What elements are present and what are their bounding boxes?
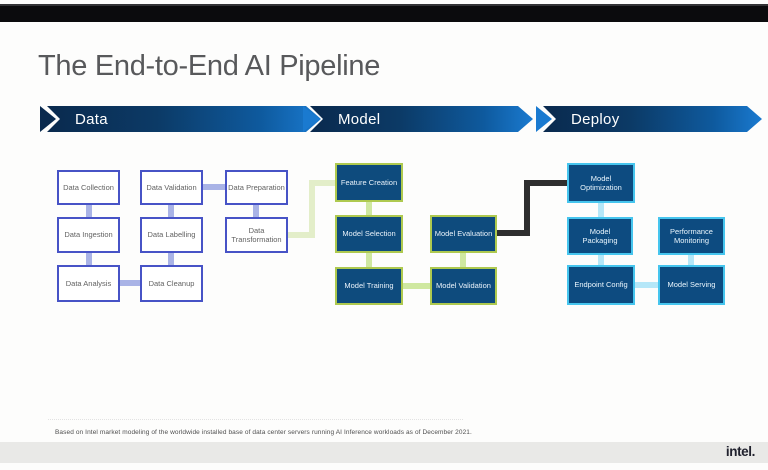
node-label: Data Cleanup bbox=[148, 278, 195, 288]
node-label: Model Validation bbox=[436, 281, 491, 291]
connector-segment bbox=[366, 202, 372, 215]
intel-logo: intel. bbox=[725, 444, 756, 459]
node-endpoint-config: Endpoint Config bbox=[567, 265, 635, 305]
connector-segment bbox=[497, 230, 530, 236]
node-label: Performance Monitoring bbox=[670, 226, 713, 245]
node-label: Data Validation bbox=[146, 182, 197, 192]
connector-segment bbox=[288, 232, 315, 238]
banner-data: Data bbox=[40, 106, 321, 132]
node-performance-monitoring: Performance Monitoring bbox=[658, 217, 725, 255]
connector-segment bbox=[203, 184, 225, 190]
banner-data-body: Data bbox=[47, 106, 321, 132]
node-label: Data Collection bbox=[63, 182, 114, 192]
node-label: Data Labelling bbox=[147, 230, 196, 240]
node-model-training: Model Training bbox=[335, 267, 403, 305]
connector-segment bbox=[688, 255, 694, 265]
footnote: Based on Intel market modeling of the wo… bbox=[55, 429, 472, 436]
node-label: Data Transformation bbox=[231, 225, 282, 244]
bottom-bar: intel. bbox=[0, 442, 768, 463]
node-label: Data Preparation bbox=[228, 182, 285, 192]
node-data-transformation: Data Transformation bbox=[225, 217, 288, 253]
connector-segment bbox=[524, 180, 530, 236]
banner-data-label: Data bbox=[75, 110, 108, 128]
node-label: Model Optimization bbox=[580, 173, 622, 192]
connector-segment bbox=[309, 180, 335, 186]
banner-model-body: Model bbox=[310, 106, 533, 132]
node-label: Data Ingestion bbox=[64, 230, 113, 240]
node-label: Model Evaluation bbox=[434, 229, 493, 239]
banner-model-label: Model bbox=[338, 110, 381, 128]
node-label: Feature Creation bbox=[340, 177, 398, 187]
node-model-packaging: Model Packaging bbox=[567, 217, 633, 255]
connector-segment bbox=[524, 180, 567, 186]
connector-segment bbox=[168, 205, 174, 217]
connector-segment bbox=[635, 282, 658, 288]
connector-segment bbox=[309, 180, 315, 238]
banner-deploy-body: Deploy bbox=[543, 106, 762, 132]
node-data-ingestion: Data Ingestion bbox=[57, 217, 120, 253]
node-feature-creation: Feature Creation bbox=[335, 163, 403, 202]
node-data-validation: Data Validation bbox=[140, 170, 203, 205]
node-label: Model Selection bbox=[342, 229, 396, 239]
connector-segment bbox=[598, 203, 604, 217]
node-model-optimization: Model Optimization bbox=[567, 163, 635, 203]
node-data-analysis: Data Analysis bbox=[57, 265, 120, 302]
connector-segment bbox=[86, 205, 92, 217]
connector-segment bbox=[86, 253, 92, 265]
node-label: Model Packaging bbox=[582, 226, 618, 245]
connector-segment bbox=[403, 283, 430, 289]
node-model-validation: Model Validation bbox=[430, 267, 497, 305]
node-data-collection: Data Collection bbox=[57, 170, 120, 205]
top-black-bar bbox=[0, 4, 768, 22]
connector-segment bbox=[598, 255, 604, 265]
node-label: Model Serving bbox=[667, 280, 716, 290]
node-label: Endpoint Config bbox=[574, 280, 628, 290]
page-title: The End-to-End AI Pipeline bbox=[38, 50, 381, 82]
banner-deploy: Deploy bbox=[536, 106, 762, 132]
node-label: Model Training bbox=[344, 281, 394, 291]
node-data-preparation: Data Preparation bbox=[225, 170, 288, 205]
node-model-evaluation: Model Evaluation bbox=[430, 215, 497, 253]
node-model-selection: Model Selection bbox=[335, 215, 403, 253]
connector-segment bbox=[168, 253, 174, 265]
node-model-serving: Model Serving bbox=[658, 265, 725, 305]
connector-segment bbox=[366, 253, 372, 267]
node-label: Data Analysis bbox=[65, 278, 112, 288]
footer-divider bbox=[48, 419, 463, 420]
node-data-labelling: Data Labelling bbox=[140, 217, 203, 253]
node-data-cleanup: Data Cleanup bbox=[140, 265, 203, 302]
banner-model: Model bbox=[303, 106, 533, 132]
connector-segment bbox=[120, 280, 140, 286]
connector-segment bbox=[460, 253, 466, 267]
connector-segment bbox=[253, 205, 259, 217]
banner-deploy-label: Deploy bbox=[571, 110, 620, 128]
